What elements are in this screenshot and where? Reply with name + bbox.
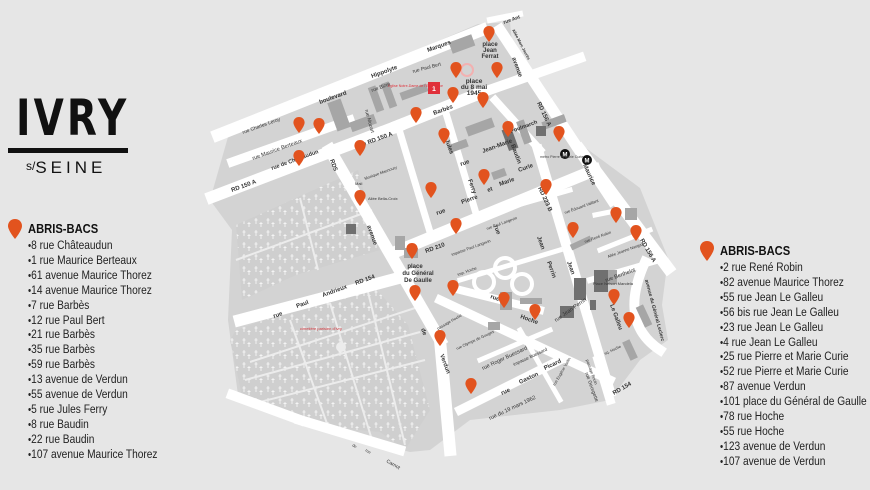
legend-left: ABRIS-BACS 8 rue Châteaudun 1 rue Mauric…: [8, 219, 186, 463]
svg-text:1945: 1945: [467, 90, 482, 97]
pin-icon: [8, 219, 22, 239]
address-item: 14 avenue Maurice Thorez: [28, 283, 157, 299]
svg-text:Allée Bella-Croix: Allée Bella-Croix: [368, 196, 398, 201]
address-item: 25 rue Pierre et Marie Curie: [720, 350, 867, 365]
cemetery-label: cimetière parisien d'Ivry: [300, 326, 342, 331]
address-item: 55 rue Hoche: [720, 424, 867, 440]
legend-right: ABRIS-BACS 2 rue René Robin 82 avenue Ma…: [700, 241, 870, 470]
address-item: 55 avenue de Verdun: [28, 387, 157, 403]
svg-text:1: 1: [432, 86, 436, 93]
address-item: 23 rue Jean Le Galleu: [720, 320, 867, 336]
svg-text:Jean: Jean: [535, 236, 545, 251]
address-item: 82 avenue Maurice Thorez: [720, 275, 867, 291]
svg-text:Paul: Paul: [296, 300, 310, 310]
svg-text:Ferry: Ferry: [466, 179, 477, 196]
svg-text:M: M: [563, 153, 568, 159]
address-item: 8 rue Châteaudun: [28, 238, 157, 254]
svg-text:rue: rue: [365, 448, 373, 456]
logo-seine-text: s/SEINE: [26, 158, 107, 177]
metro-icon: [582, 155, 592, 165]
address-list: 2 rue René Robin 82 avenue Maurice Thore…: [700, 260, 870, 470]
address-item: 87 avenue Verdun: [720, 379, 867, 395]
metro-icon: [560, 149, 570, 159]
svg-text:Marie: Marie: [499, 177, 516, 188]
svg-text:place: place: [482, 42, 498, 48]
svg-text:rue: rue: [489, 294, 500, 303]
svg-text:Place Nelson Mandela: Place Nelson Mandela: [593, 281, 634, 286]
address-item: 107 avenue Maurice Thorez: [28, 447, 157, 463]
svg-text:du Général: du Général: [402, 271, 434, 277]
svg-text:rue: rue: [460, 159, 471, 168]
pin-icon: [700, 241, 714, 261]
svg-text:et: et: [487, 186, 494, 193]
address-item: 78 rue Hoche: [720, 409, 867, 425]
svg-text:place: place: [466, 78, 483, 85]
svg-text:Mail: Mail: [355, 181, 362, 186]
svg-text:Jean: Jean: [565, 261, 575, 276]
legend-title: ABRIS-BACS: [720, 243, 791, 258]
church-label: Église Notre-Dame de l'Espérance: [388, 83, 443, 88]
svg-text:M: M: [585, 159, 590, 165]
svg-text:du 8 mai: du 8 mai: [461, 84, 488, 91]
svg-text:Jean: Jean: [483, 48, 497, 54]
address-item: 21 rue Barbès: [28, 328, 157, 343]
address-item: 101 place du Général de Gaulle: [720, 394, 866, 410]
address-item: 123 avenue de Verdun: [720, 439, 867, 455]
svg-text:Ferrat: Ferrat: [481, 54, 498, 60]
svg-text:rue: rue: [436, 208, 447, 217]
svg-text:rue: rue: [273, 311, 284, 320]
metro-icons: M M métro Pierre et Marie Curie: [540, 149, 592, 165]
address-item: 5 rue Jules Ferry: [28, 402, 157, 418]
address-item: 59 rue Barbès: [28, 357, 157, 373]
logo-divider: [8, 148, 128, 153]
svg-text:imp. Hoche: imp. Hoche: [457, 265, 478, 277]
legend-title: ABRIS-BACS: [28, 221, 99, 236]
address-item: 52 rue Pierre et Marie Curie: [720, 364, 867, 380]
address-list: 8 rue Châteaudun 1 rue Maurice Berteaux …: [8, 238, 186, 463]
address-item: 4 rue Jean Le Galleu: [720, 335, 867, 351]
svg-text:métro Pierre et Marie Curie: métro Pierre et Marie Curie: [540, 155, 583, 159]
svg-text:de: de: [419, 328, 427, 337]
address-item: 7 rue Barbès: [28, 298, 157, 314]
address-item: 107 avenue de Verdun: [720, 454, 867, 470]
place-jean-perrin: [472, 256, 534, 296]
svg-text:de: de: [352, 443, 359, 450]
svg-text:rue Ant: rue Ant: [503, 14, 522, 26]
svg-text:Carnot: Carnot: [385, 459, 402, 472]
ivry-logo: IVRY s/SEINE: [8, 93, 128, 178]
svg-text:rue: rue: [492, 225, 501, 236]
svg-text:rue: rue: [500, 387, 512, 397]
svg-text:Curie: Curie: [518, 163, 535, 174]
address-item: 2 rue René Robin: [720, 260, 867, 276]
buildings-dark: [346, 126, 608, 318]
svg-text:De Gaulle: De Gaulle: [404, 278, 432, 284]
svg-text:Perrin: Perrin: [545, 261, 557, 280]
address-item: 55 rue Jean Le Galleu: [720, 290, 867, 306]
address-item: 56 bis rue Jean Le Galleu: [720, 305, 867, 321]
svg-text:Pierre: Pierre: [461, 194, 480, 206]
address-item: 61 avenue Maurice Thorez: [28, 268, 157, 284]
address-item: 8 rue Baudin: [28, 417, 157, 433]
svg-text:Jules: Jules: [443, 139, 454, 156]
svg-text:RD5: RD5: [328, 159, 338, 173]
address-item: 1 rue Maurice Berteaux: [28, 253, 157, 269]
address-item: 13 avenue de Verdun: [28, 372, 157, 388]
address-item: 12 rue Paul Bert: [28, 313, 157, 329]
address-item: 35 rue Barbès: [28, 342, 157, 358]
svg-text:place: place: [407, 264, 423, 270]
address-item: 22 rue Baudin: [28, 432, 157, 448]
roads: [204, 10, 677, 457]
